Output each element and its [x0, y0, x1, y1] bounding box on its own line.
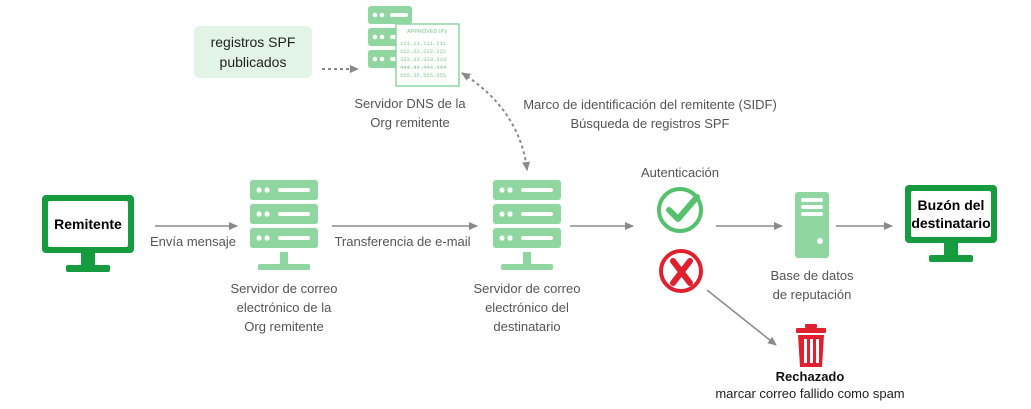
transfer-edge-label: Transferencia de e-mail: [334, 234, 471, 249]
check-icon: [655, 185, 705, 235]
dns-doc-ip: 111.11.111.211: [400, 40, 447, 47]
send-edge-label: Envía mensaje: [150, 234, 236, 249]
sidf-lookup-arrow: [461, 72, 531, 171]
trash-icon: [794, 323, 828, 369]
sender-screen-label: Remitente: [54, 216, 122, 232]
dns-doc-ip: 222.22.222.222: [400, 48, 446, 55]
sidf-label: Marco de identificación del remitente (S…: [523, 97, 777, 131]
spf-box-line1: registros SPF: [210, 34, 296, 50]
reject-arrow: [706, 289, 777, 346]
rejected-title: Rechazado: [775, 369, 845, 384]
recipient-mail-server-icon: [491, 178, 563, 274]
sender-monitor-icon: Remitente: [40, 193, 136, 275]
sender-mail-server-icon: [248, 178, 320, 274]
dns-doc-ip: 555.55.555.555: [400, 72, 446, 79]
spf-records-box: registros SPF publicados: [194, 26, 312, 78]
rejected-subtitle: marcar correo fallido como spam: [715, 386, 905, 401]
spf-box-line2: publicados: [219, 54, 287, 70]
reputation-database-icon: [794, 191, 830, 259]
dns-doc-ip: 333.33.333.333: [400, 56, 446, 63]
dns-doc-ip: 444.44.444.444: [400, 64, 447, 71]
fail-x-icon: [657, 247, 707, 297]
authentication-label: Autenticación: [640, 165, 720, 180]
dns-doc-header: APPROVED IPs: [407, 29, 447, 35]
